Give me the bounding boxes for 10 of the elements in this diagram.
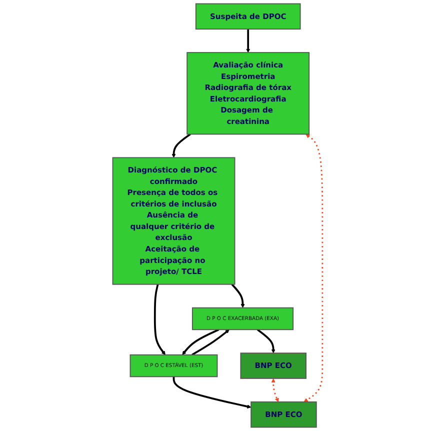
arrow (257, 328, 276, 354)
arrow (182, 328, 220, 356)
arrow (173, 376, 252, 409)
arrow (272, 378, 280, 402)
arrow (232, 284, 246, 308)
arrow (192, 329, 230, 356)
arrow (246, 29, 251, 53)
arrow (304, 134, 324, 402)
arrow (154, 284, 166, 356)
arrow (172, 133, 192, 158)
